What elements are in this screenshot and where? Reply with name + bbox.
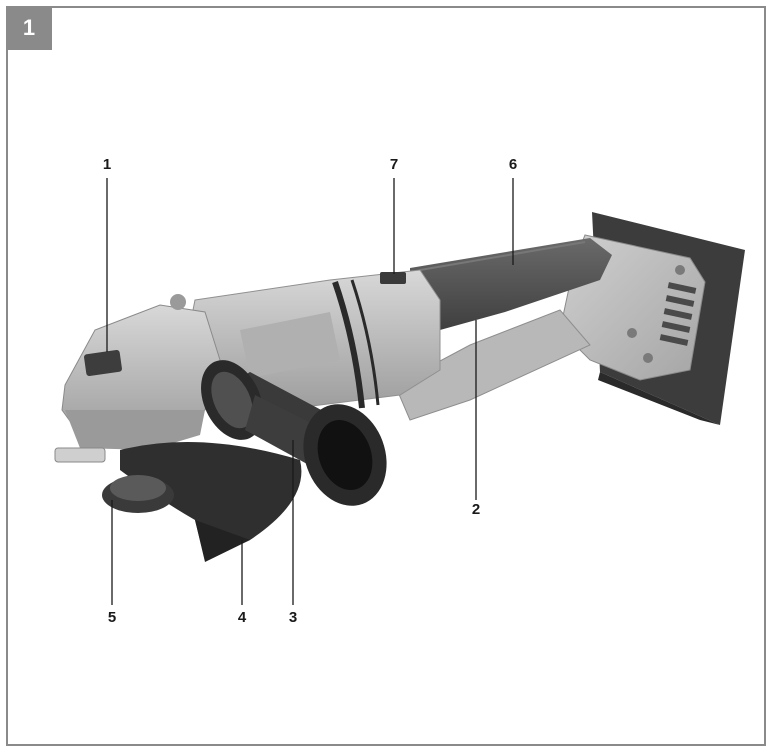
callout-3: 3 [288,609,298,626]
spindle-lock-button [84,349,122,377]
spindle-flange [54,447,174,513]
callout-7: 7 [389,156,399,173]
main-handle-grip [410,238,612,330]
figure-number-badge: 1 [6,6,52,50]
leader-lines [106,178,514,605]
callout-2: 2 [471,501,481,518]
gear-head [61,294,221,450]
callout-5: 5 [107,609,117,626]
handle-loop [394,309,591,421]
figure-frame [6,6,766,746]
callout-4: 4 [237,609,247,626]
wheel-guard [120,442,302,562]
auxiliary-handle [201,360,387,506]
callout-1: 1 [102,156,112,173]
lock-on-button [380,272,406,284]
callout-6: 6 [508,156,518,173]
